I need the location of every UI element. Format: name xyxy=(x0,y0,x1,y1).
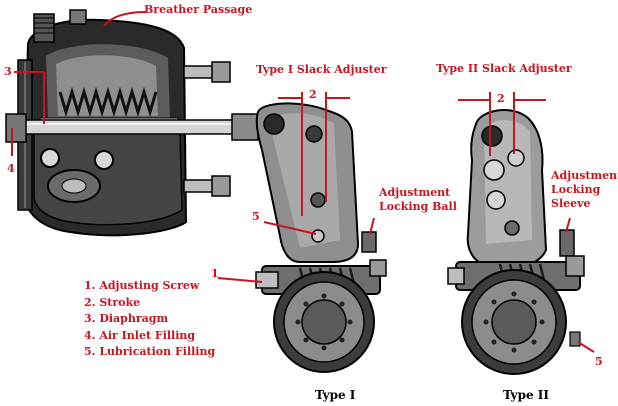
legend-item: 2. Stroke xyxy=(84,295,141,309)
legend-item: 3. Diaphragm xyxy=(84,312,169,325)
adjustment-locking-ball-label: Adjustment Locking Ball xyxy=(379,186,457,214)
adjustment-locking-sleeve-line-3: Sleeve xyxy=(551,197,591,210)
brake-chamber xyxy=(5,9,259,237)
adjustment-locking-sleeve-line-1: Adjustment xyxy=(551,169,618,182)
adjustment-locking-ball-line-1: Adjustment xyxy=(379,186,451,199)
type2-caption: Type II xyxy=(503,388,550,402)
type1-caption: Type I xyxy=(315,388,356,402)
marker-5-lube-type2: 5 xyxy=(595,355,603,368)
legend-item: 4. Air Inlet Filling xyxy=(84,328,196,342)
breather-passage-label: Breather Passage xyxy=(144,3,253,16)
leader-lines xyxy=(11,11,595,353)
legend-list: 1. Adjusting Screw 2. Stroke 3. Diaphrag… xyxy=(84,278,215,361)
type1-slack-adjuster-title: Type I Slack Adjuster xyxy=(256,63,387,76)
marker-5-lube-type1: 5 xyxy=(252,210,260,223)
adjustment-locking-ball-line-2: Locking Ball xyxy=(379,200,457,213)
type2-slack-adjuster xyxy=(447,109,585,375)
marker-4-air-inlet: 4 xyxy=(7,162,15,175)
adjustment-locking-sleeve-label: Adjustment Locking Sleeve xyxy=(551,169,618,211)
legend-item: 5. Lubrication Filling xyxy=(84,345,216,358)
legend-item: 1. Adjusting Screw xyxy=(84,279,200,292)
marker-3-diaphragm: 3 xyxy=(4,65,12,78)
type2-slack-adjuster-title: Type II Slack Adjuster xyxy=(436,62,572,75)
adjustment-locking-sleeve-line-2: Locking xyxy=(551,183,601,196)
marker-2-stroke-type1: 2 xyxy=(309,88,317,101)
marker-2-stroke-type2: 2 xyxy=(497,92,505,105)
marker-1-adjusting-screw: 1 xyxy=(211,267,219,280)
type1-slack-adjuster xyxy=(255,102,387,373)
